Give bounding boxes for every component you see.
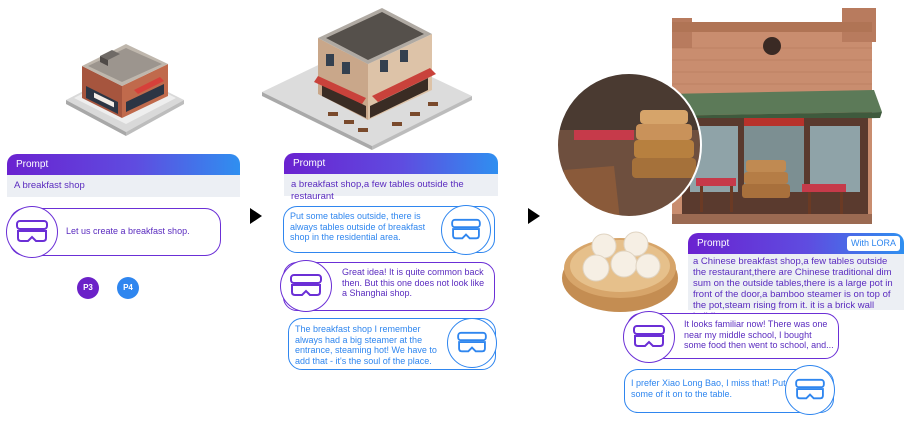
xiao-long-bao-steamer	[562, 231, 678, 312]
vr-headset-avatar	[280, 260, 332, 312]
prompt-card-2: Prompt a breakfast shop,a few tables out…	[284, 153, 498, 202]
vr-headset-avatar	[447, 318, 497, 368]
vr-headset-avatar	[785, 365, 835, 415]
prompt-text: A breakfast shop	[7, 175, 240, 197]
prompt-label: Prompt With LORA	[688, 233, 904, 254]
prompt-card-1: Prompt A breakfast shop	[7, 154, 240, 197]
steamer-closeup-circle	[556, 72, 702, 218]
vr-headset-icon	[795, 378, 825, 400]
with-lora-tag: With LORA	[846, 236, 900, 251]
prompt-text: a Chinese breakfast shop,a few tables ou…	[688, 254, 904, 322]
user-message-1: Put some tables outside, there is always…	[290, 211, 426, 242]
chinese-breakfast-shop-illustration	[656, 8, 882, 224]
vr-headset-avatar	[441, 205, 491, 255]
shop-with-tables-illustration	[262, 8, 472, 150]
prompt-label-text: Prompt	[697, 238, 730, 249]
play-arrow-icon	[250, 208, 262, 224]
play-arrow-icon	[528, 208, 540, 224]
vr-headset-icon	[16, 220, 48, 242]
prompt-label: Prompt	[7, 154, 240, 175]
vr-headset-icon	[290, 274, 322, 296]
p4-badge: P4	[117, 277, 139, 299]
prompt-text: a breakfast shop,a few tables outside th…	[284, 174, 498, 202]
agent-message: Let us create a breakfast shop.	[66, 226, 190, 236]
vr-headset-avatar	[623, 311, 675, 363]
agent-message: Great idea! It is quite common back then…	[342, 267, 485, 298]
p3-badge: P3	[77, 277, 99, 299]
agent-message: It looks familiar now! There was one nea…	[684, 319, 834, 350]
user-message: I prefer Xiao Long Bao, I miss that! Put…	[631, 378, 786, 399]
vr-headset-icon	[451, 218, 481, 240]
prompt-label: Prompt	[284, 153, 498, 174]
small-shop-illustration	[66, 44, 184, 136]
prompt-card-3: Prompt With LORA a Chinese breakfast sho…	[688, 233, 904, 322]
vr-headset-icon	[457, 331, 487, 353]
vr-headset-icon	[633, 325, 665, 347]
user-message-2: The breakfast shop I remember always had…	[295, 324, 437, 366]
vr-headset-avatar	[6, 206, 58, 258]
